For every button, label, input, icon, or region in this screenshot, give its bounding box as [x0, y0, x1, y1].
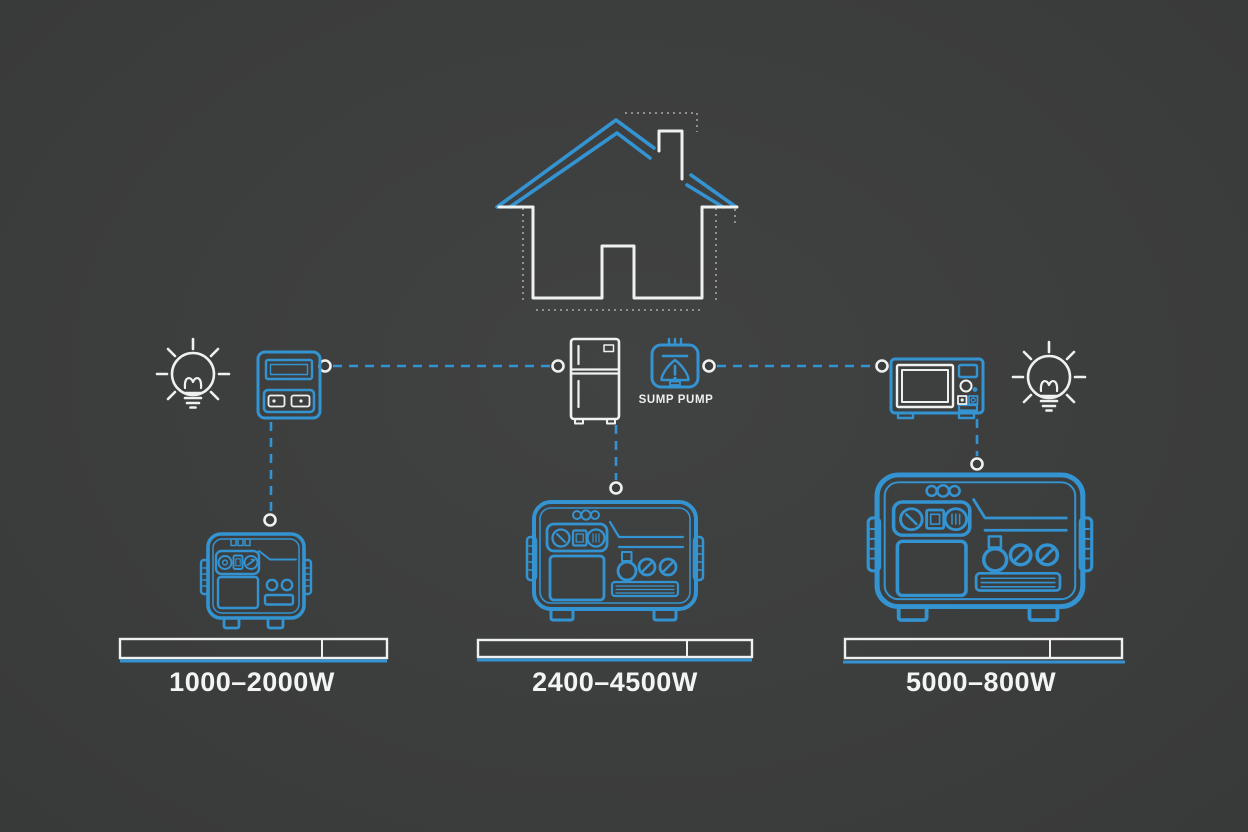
light-bulb-right-icon — [1011, 340, 1087, 412]
house-walls — [497, 205, 739, 300]
sump-pump-icon — [650, 337, 700, 389]
generator-large-icon — [868, 475, 1092, 620]
connector-node — [702, 359, 716, 373]
connector-node — [551, 359, 565, 373]
refrigerator-icon — [569, 337, 621, 425]
connector-node — [263, 513, 277, 527]
platform-medium — [476, 638, 754, 662]
connector-node — [609, 481, 623, 495]
connector-node — [875, 359, 889, 373]
light-bulb-left-icon — [155, 337, 231, 409]
generator-small-icon — [199, 532, 313, 630]
sump-pump-label: SUMP PUMP — [639, 394, 714, 406]
drop-connectors — [263, 419, 984, 527]
chimney — [657, 129, 684, 181]
wattage-label-large: 5000–800W — [906, 667, 1056, 697]
house-roof — [495, 118, 738, 209]
wattage-label-medium: 2400–4500W — [532, 667, 698, 697]
platform-large — [843, 637, 1125, 664]
house-dotted-shadow — [522, 112, 736, 311]
platform-small — [118, 637, 389, 663]
connector-row — [318, 359, 889, 373]
generator-medium-icon — [525, 500, 705, 622]
power-station-icon — [256, 350, 322, 420]
wattage-label-small: 1000–2000W — [169, 667, 335, 697]
house-outline — [495, 112, 739, 311]
microwave-icon — [889, 357, 985, 420]
connector-node — [970, 457, 984, 471]
